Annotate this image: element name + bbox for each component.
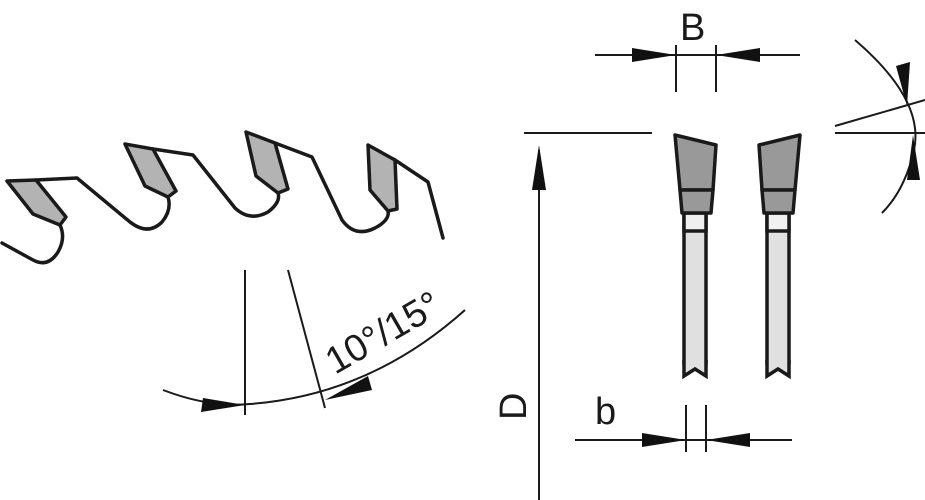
arrow-left-icon xyxy=(325,376,372,400)
clearance-angle-dimension xyxy=(834,39,925,214)
width-bottom-label: b xyxy=(595,391,616,433)
tooth-tip-3 xyxy=(244,130,290,195)
arrow-right-icon xyxy=(201,398,245,412)
arrow-right-icon xyxy=(642,433,686,447)
tooth-cross-section-left xyxy=(673,133,718,380)
diameter-dimension: D xyxy=(493,132,652,500)
width-bottom-dimension: b xyxy=(575,391,792,452)
arrow-right-icon xyxy=(632,48,676,62)
arrow-down-icon xyxy=(896,62,910,106)
tooth-tip-2 xyxy=(123,142,178,199)
width-top-label: B xyxy=(680,7,705,49)
arrow-up-icon xyxy=(907,135,920,180)
tooth-cross-section-right xyxy=(757,133,802,380)
width-top-dimension: B xyxy=(595,7,800,92)
diameter-label: D xyxy=(493,393,535,420)
arrow-up-icon xyxy=(532,145,546,190)
arrow-left-icon xyxy=(716,48,760,62)
blade-teeth-profile xyxy=(0,130,445,265)
arrow-left-icon xyxy=(706,433,750,447)
blade-outline xyxy=(0,141,445,265)
hook-angle-label: 10°/15° xyxy=(319,284,449,383)
hook-angle-dimension: 10°/15° xyxy=(162,269,466,415)
tooth-tip-4 xyxy=(366,143,399,213)
tooth-tip-1 xyxy=(5,178,68,227)
